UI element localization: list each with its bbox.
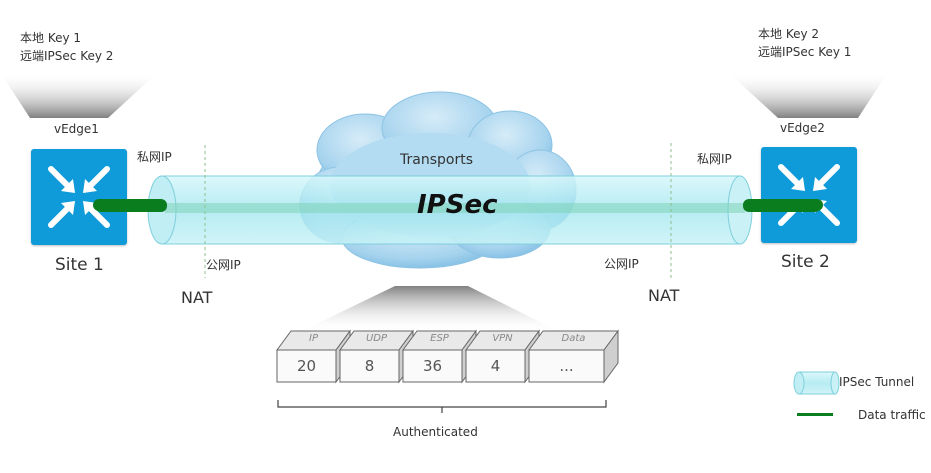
left-nat-label: NAT (181, 288, 213, 307)
right-key-spotlight (728, 72, 888, 118)
left-private-ip: 私网IP (137, 150, 172, 164)
packet-box-front (402, 349, 463, 383)
packet-field-value: ... (559, 357, 574, 375)
data-traffic-left (95, 199, 167, 212)
packet-spotlight (300, 286, 560, 332)
transports-label: Transports (400, 152, 473, 168)
packet-box-data (528, 329, 619, 384)
data-traffic-inner (165, 203, 745, 213)
right-site-label: Site 2 (781, 252, 830, 272)
router-arrows-icon (48, 166, 110, 228)
left-key-spotlight (0, 72, 158, 118)
packet-box-front (339, 349, 400, 383)
packet-field-name: Data (561, 333, 586, 344)
left-key-local: 本地 Key 1 (20, 31, 82, 45)
legend-tunnel-icon (793, 371, 840, 395)
packet-field-name: ESP (430, 333, 449, 344)
packet-boxes (276, 329, 619, 384)
data-traffic-right (743, 199, 821, 212)
legend-traffic-icon (797, 413, 833, 416)
right-private-ip: 私网IP (697, 152, 732, 166)
left-key-remote: 远端IPSec Key 2 (20, 49, 114, 63)
authenticated-caption: Authenticated (393, 425, 478, 439)
right-public-ip: 公网IP (604, 257, 639, 271)
legend-tunnel-label: IPSec Tunnel (839, 375, 915, 389)
right-key-local: 本地 Key 2 (758, 27, 820, 41)
right-nat-label: NAT (648, 286, 680, 305)
vedge1-router[interactable] (31, 149, 127, 245)
ipsec-label: IPSec (417, 190, 498, 220)
packet-field-name: VPN (492, 333, 513, 344)
packet-box-front (465, 349, 526, 383)
packet-box-front (276, 349, 337, 383)
left-device-name: vEdge1 (54, 122, 99, 136)
packet-box-front (528, 349, 605, 383)
packet-field-value: 8 (364, 357, 375, 375)
packet-field-value: 20 (296, 357, 317, 375)
right-key-remote: 远端IPSec Key 1 (758, 45, 852, 59)
right-device-name: vEdge2 (780, 121, 825, 135)
left-site-label: Site 1 (55, 255, 104, 275)
packet-field-name: IP (309, 333, 318, 344)
packet-field-name: UDP (365, 333, 388, 344)
packet-field-value: 36 (422, 357, 443, 375)
packet-field-value: 4 (490, 357, 501, 375)
legend-traffic-label: Data traffic (858, 408, 926, 422)
left-public-ip: 公网IP (206, 258, 241, 272)
